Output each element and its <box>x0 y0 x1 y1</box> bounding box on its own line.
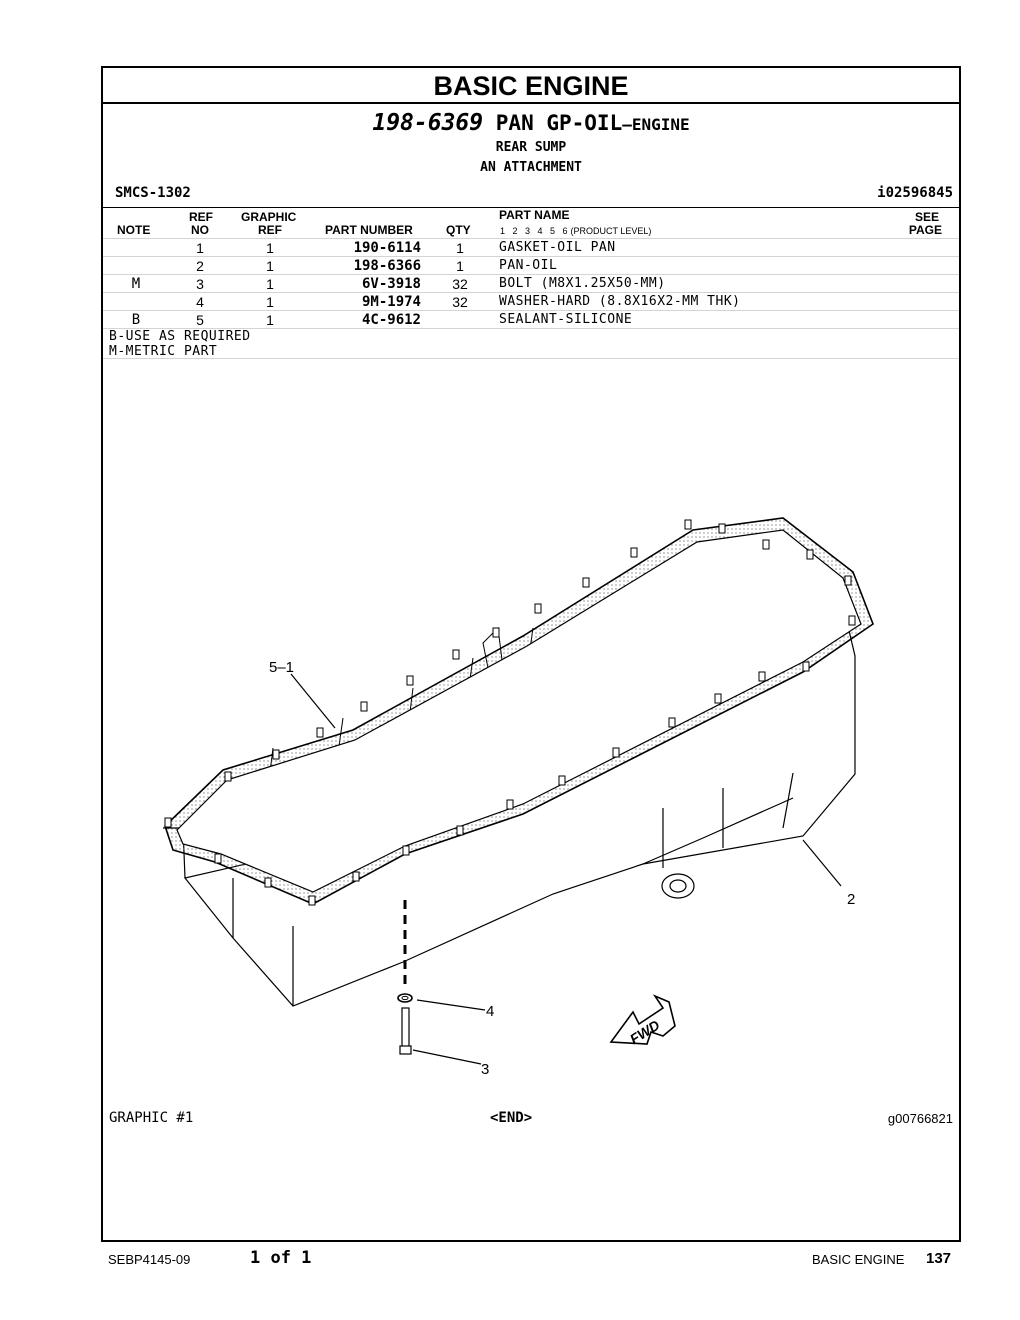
graphic-id: g00766821 <box>887 1111 953 1126</box>
group-part-number: 198-6369 <box>372 110 484 136</box>
header-ref: REF <box>189 210 213 224</box>
header-see: SEE <box>914 210 939 224</box>
note-use-as-required: B-USE AS REQUIRED <box>109 329 251 344</box>
header-product-levels: 1 2 3 4 5 6(PRODUCT LEVEL) <box>500 226 651 236</box>
callout-3: 3 <box>481 1061 489 1078</box>
part-note: M <box>131 276 141 292</box>
table-end-rule <box>103 328 959 329</box>
notes-rule <box>103 358 959 359</box>
part-ref: 3 <box>196 276 204 292</box>
part-name: WASHER-HARD (8.8X16X2-MM THK) <box>499 294 741 309</box>
group-subtitle-2: AN ATTACHMENT <box>480 160 582 175</box>
part-graphic-ref: 1 <box>266 258 274 274</box>
header-rule <box>103 207 959 208</box>
callout-2: 2 <box>847 891 855 908</box>
part-qty: 1 <box>456 258 464 274</box>
exploded-fasteners <box>397 900 413 1055</box>
header-ref-no: NO <box>191 223 209 237</box>
part-ref: 1 <box>196 240 204 256</box>
part-ref: 5 <box>196 312 204 328</box>
table-row: 4 1 9M-1974 32 WASHER-HARD (8.8X16X2-MM … <box>103 292 959 311</box>
group-subtitle-1: REAR SUMP <box>495 140 567 155</box>
footer-page-number: 137 <box>926 1250 952 1267</box>
callout-4: 4 <box>486 1003 494 1020</box>
footer-page-of: 1 of 1 <box>250 1248 312 1268</box>
callout-5-1: 5–1 <box>269 659 294 676</box>
header-product-level: (PRODUCT LEVEL) <box>570 226 652 236</box>
part-qty: 32 <box>452 294 468 310</box>
graphic-label: GRAPHIC #1 <box>109 1110 194 1126</box>
part-graphic-ref: 1 <box>266 240 274 256</box>
part-name: BOLT (M8X1.25X50-MM) <box>499 276 666 291</box>
part-name: GASKET-OIL PAN <box>499 240 616 255</box>
part-ref: 4 <box>196 294 204 310</box>
page-frame: BASIC ENGINE 198-6369 PAN GP-OIL—ENGINE … <box>101 66 961 1242</box>
header-graphic-ref: REF <box>258 223 282 237</box>
table-row: B 5 1 4C-9612 SEALANT-SILICONE <box>103 310 959 329</box>
header-part-name: PART NAME <box>499 208 570 222</box>
table-row: 2 1 198-6366 1 PAN-OIL <box>103 256 959 275</box>
smcs-code: SMCS-1302 <box>115 185 191 201</box>
part-number: 198-6366 <box>353 258 421 274</box>
note-metric-part: M-METRIC PART <box>109 344 218 359</box>
table-row: 1 1 190-6114 1 GASKET-OIL PAN <box>103 238 959 257</box>
header-part-number: PART NUMBER <box>325 223 413 237</box>
part-number: 190-6114 <box>353 240 421 256</box>
oil-pan-gasket-flange <box>164 517 874 905</box>
part-qty: 32 <box>452 276 468 292</box>
leader-lines <box>290 673 842 1065</box>
info-id: i02596845 <box>877 185 953 201</box>
group-suffix: —ENGINE <box>622 115 690 134</box>
group-title: 198-6369 PAN GP-OIL—ENGINE <box>103 110 959 136</box>
part-number: 4C-9612 <box>361 312 421 328</box>
part-number: 6V-3918 <box>361 276 421 292</box>
group-name: PAN GP-OIL <box>495 111 623 135</box>
part-name: SEALANT-SILICONE <box>499 312 633 327</box>
header-page: PAGE <box>908 223 942 237</box>
end-marker: <END> <box>490 1110 533 1126</box>
part-name: PAN-OIL <box>499 258 558 273</box>
part-graphic-ref: 1 <box>266 312 274 328</box>
header-levels: 1 2 3 4 5 6 <box>500 226 568 236</box>
part-ref: 2 <box>196 258 204 274</box>
oil-pan-illustration: 5–1 2 4 3 FWD <box>163 517 874 1078</box>
part-note: B <box>131 312 141 328</box>
part-graphic-ref: 1 <box>266 276 274 292</box>
header-note: NOTE <box>117 223 151 237</box>
table-row: M 3 1 6V-3918 32 BOLT (M8X1.25X50-MM) <box>103 274 959 293</box>
header-qty: QTY <box>446 223 471 237</box>
part-graphic-ref: 1 <box>266 294 274 310</box>
footer-doc-number: SEBP4145-09 <box>108 1252 191 1267</box>
footer-section: BASIC ENGINE <box>812 1252 905 1267</box>
part-number: 9M-1974 <box>361 294 421 310</box>
part-qty: 1 <box>456 240 464 256</box>
flange-bolt-heads <box>164 519 856 906</box>
section-title: BASIC ENGINE <box>103 68 959 104</box>
forward-arrow-icon: FWD <box>609 994 676 1047</box>
header-graphic: GRAPHIC <box>241 210 297 224</box>
